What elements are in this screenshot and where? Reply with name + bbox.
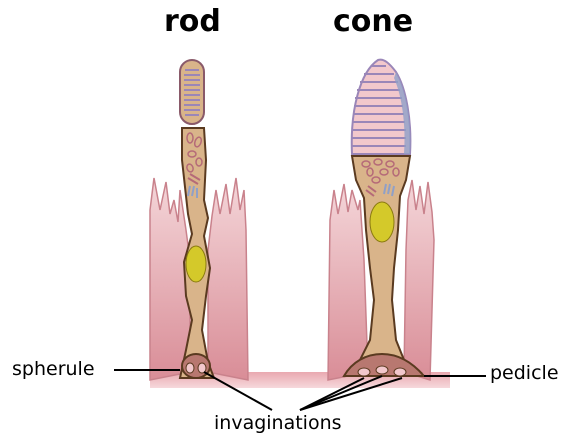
rod-nucleus <box>186 246 206 282</box>
rod-spherule <box>182 354 210 378</box>
cone-title: cone <box>333 4 413 39</box>
cone-nucleus <box>370 202 394 242</box>
pedicle-label: pedicle <box>490 362 559 384</box>
rod-title: rod <box>164 4 221 39</box>
spherule-label: spherule <box>12 358 95 380</box>
invaginations-label: invaginations <box>214 412 342 434</box>
